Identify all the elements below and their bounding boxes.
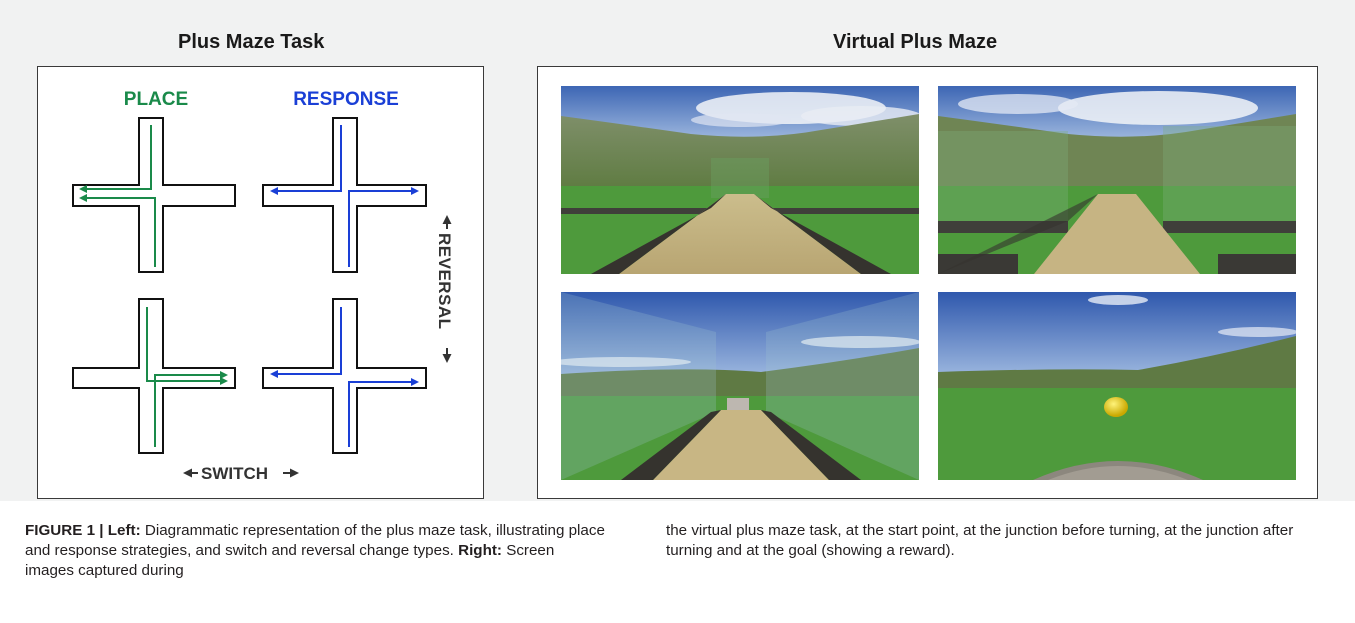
left-heading: Left:: [107, 522, 141, 539]
reversal-indicator: REVERSAL: [435, 215, 454, 363]
response-label: RESPONSE: [293, 89, 399, 110]
figure-caption-left: FIGURE 1 | Left: Diagrammatic representa…: [25, 521, 605, 581]
plus-maze-place-bottom: [72, 298, 236, 454]
plus-maze-place-top: [72, 117, 236, 273]
right-heading: Right:: [458, 542, 502, 559]
plus-maze-response-bottom: [262, 298, 427, 454]
reward-ball: [1104, 397, 1128, 417]
figure-caption-right: the virtual plus maze task, at the start…: [666, 521, 1306, 561]
right-text-a: Screen images captured during: [25, 542, 555, 579]
screen-junction-after-turning: [561, 292, 919, 480]
figure-area: Plus Maze Task Virtual Plus Maze PLACE R…: [0, 0, 1355, 501]
switch-label: SWITCH: [201, 464, 268, 483]
plus-maze-diagram: PLACE RESPONSE: [72, 89, 454, 483]
plus-maze-diagram-panel: PLACE RESPONSE: [37, 66, 484, 499]
figure-label: FIGURE 1 |: [25, 522, 108, 539]
switch-indicator: SWITCH: [183, 464, 299, 483]
right-text-b: the virtual plus maze task, at the start…: [666, 522, 1294, 559]
screen-start-point: [561, 86, 919, 274]
plus-maze-response-top: [262, 117, 427, 273]
left-panel-title: Plus Maze Task: [178, 31, 325, 53]
reversal-label: REVERSAL: [435, 233, 454, 330]
screen-junction-before-turning: [938, 86, 1296, 274]
right-panel-title: Virtual Plus Maze: [833, 31, 998, 53]
left-text: Diagrammatic representation of the plus …: [25, 522, 605, 559]
place-label: PLACE: [124, 89, 188, 110]
virtual-plus-maze-panel: [537, 66, 1318, 499]
screen-goal-reward: [938, 292, 1296, 480]
